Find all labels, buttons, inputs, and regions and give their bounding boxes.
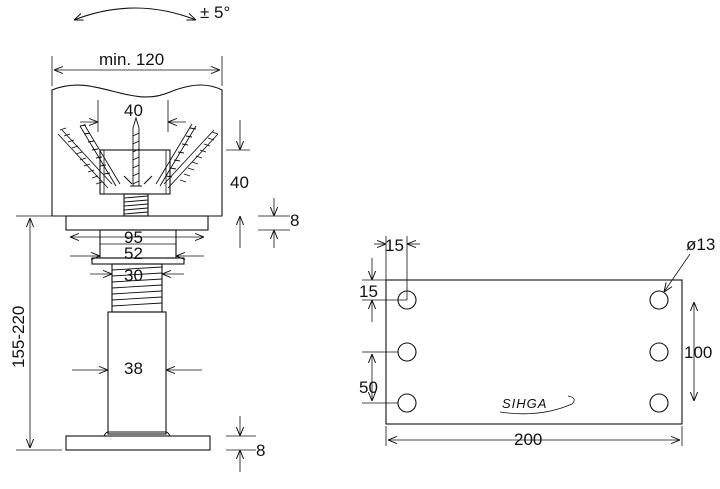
edge-offset-x-label: 15	[385, 236, 404, 255]
cup-height-dimension: 40	[226, 120, 250, 248]
base-weld	[103, 431, 171, 437]
screws	[57, 116, 219, 189]
logo-swoosh	[499, 395, 575, 415]
plate-width-dimension: 95	[70, 228, 204, 247]
hole	[649, 342, 669, 362]
base-plate-thickness-label: 8	[256, 441, 265, 460]
hole	[397, 342, 417, 362]
cup-height-label: 40	[230, 173, 249, 192]
nut-width-label: 52	[124, 244, 143, 263]
plate-holes	[397, 290, 669, 413]
hole	[397, 393, 417, 413]
min-width-dimension: min. 120	[51, 50, 223, 86]
sihga-logo: SIHGA	[499, 395, 575, 415]
plate-width-label: 95	[124, 228, 143, 247]
screw-spacing-label: 40	[124, 101, 143, 120]
screw-3	[132, 116, 140, 186]
height-range-dimension: 155-220	[9, 215, 62, 451]
screw-spacing-dimension: 40	[80, 100, 186, 132]
thread-diameter-dimension: 30	[90, 266, 184, 285]
plate-height-dimension: 100	[684, 302, 712, 401]
rotation-label: ± 5°	[200, 3, 230, 22]
hole	[649, 290, 669, 310]
min-width-label: min. 120	[99, 50, 164, 69]
screw-4	[155, 123, 197, 187]
hole-diameter-callout: ø13	[664, 235, 715, 292]
screw-cup	[99, 149, 171, 195]
top-plate-thickness-dimension: 8	[258, 198, 299, 248]
edge-offset-y-label: 15	[359, 282, 378, 301]
edge-offset-x-dimension: 15	[374, 236, 420, 300]
screw-2	[79, 123, 121, 187]
rotation-arrow: ± 5°	[74, 3, 230, 22]
plate-width-dimension: 200	[385, 426, 683, 449]
plate-width-label: 200	[514, 430, 542, 449]
beam-outline	[51, 84, 223, 217]
base-plate	[65, 435, 211, 451]
screw-1	[57, 127, 113, 189]
tube-diameter-label: 38	[124, 359, 143, 378]
plate-height-label: 100	[684, 343, 712, 362]
plate-view: 15 15 ø13 100 50	[359, 235, 715, 449]
hole	[649, 393, 669, 413]
thread-rod	[123, 193, 149, 217]
height-range-label: 155-220	[9, 306, 28, 368]
side-view: ± 5° min. 120	[9, 3, 299, 472]
hole-spacing-label: 50	[359, 378, 378, 397]
top-plate-thickness-label: 8	[290, 211, 299, 230]
thread-diameter-label: 30	[124, 266, 143, 285]
hole-spacing-dimension: 50	[359, 351, 398, 404]
base-plate-thickness-dimension: 8	[226, 416, 265, 472]
nut-width-dimension: 52	[70, 244, 204, 263]
screw-5	[163, 129, 219, 189]
tube-diameter-dimension: 38	[72, 359, 202, 378]
edge-offset-y-dimension: 15	[359, 258, 407, 322]
hole-diameter-label: ø13	[686, 235, 715, 254]
logo-text: SIHGA	[502, 396, 547, 411]
